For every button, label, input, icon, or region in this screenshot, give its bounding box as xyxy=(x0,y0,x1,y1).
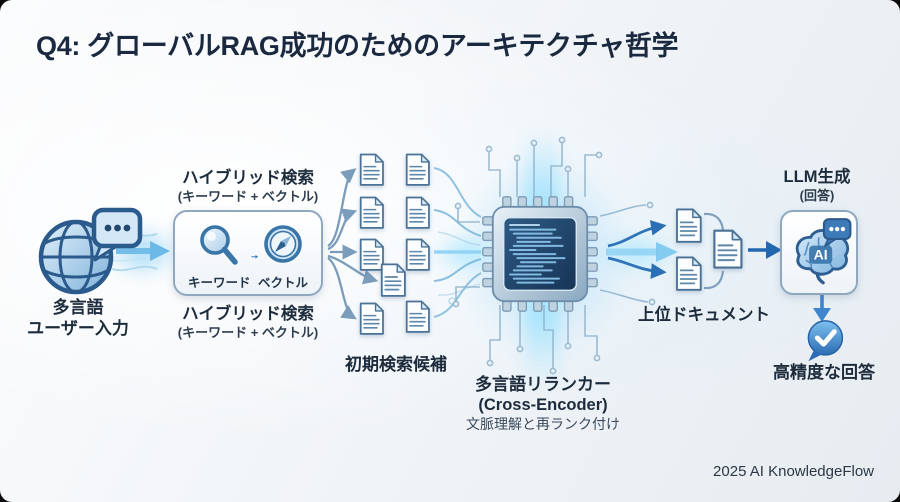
chip-icon xyxy=(482,196,598,312)
ai-badge-label: AI xyxy=(814,246,828,262)
keyword-label: キーワード xyxy=(188,276,251,290)
reranker-label: 多言語リランカー (Cross-Encoder) 文脈理解と再ランク付け xyxy=(458,374,628,433)
arrow-llm-to-answer xyxy=(813,294,831,322)
answer-label: 高精度な回答 xyxy=(773,363,875,382)
top-documents-label: 上位ドキュメント xyxy=(638,306,770,324)
document-icon xyxy=(674,208,703,244)
llm-label: LLM生成 (回答) xyxy=(774,167,860,204)
input-label-line2: ユーザー入力 xyxy=(27,319,129,339)
document-icon xyxy=(358,302,385,336)
reranker-subtitle: (Cross-Encoder) xyxy=(478,396,608,415)
circuit-traces xyxy=(452,136,656,375)
document-icon xyxy=(404,196,431,230)
magnifier-icon xyxy=(200,225,238,265)
check-bubble-icon xyxy=(807,320,844,362)
hybrid-title-bottom: ハイブリッド検索 xyxy=(182,305,314,323)
document-icon xyxy=(379,263,407,298)
document-icon xyxy=(358,153,385,187)
document-icon xyxy=(404,238,431,272)
input-label-line1: 多言語 xyxy=(52,298,104,317)
hybrid-search-box: キーワード ベクトル xyxy=(173,210,323,296)
hybrid-subtitle-bottom: (キーワード + ベクトル) xyxy=(177,324,319,340)
globe-chat-icon xyxy=(38,207,143,295)
document-icon xyxy=(404,153,431,187)
hybrid-title-top: ハイブリッド検索 xyxy=(182,169,314,187)
arrows-chip-to-topdocs xyxy=(606,220,678,279)
keyword-column: キーワード xyxy=(188,223,251,291)
input-label: 多言語 ユーザー入力 xyxy=(8,297,148,340)
document-icon xyxy=(404,300,431,334)
brain-ai-icon: AI xyxy=(795,217,852,284)
document-icon xyxy=(358,196,385,230)
document-icon xyxy=(711,229,744,270)
fanout-arrows xyxy=(327,168,379,320)
llm-box: AI xyxy=(780,210,858,295)
llm-subtitle: (回答) xyxy=(799,187,835,203)
hybrid-label-top: ハイブリッド検索 (キーワード + ベクトル) xyxy=(166,168,330,205)
hybrid-label-bottom: ハイブリッド検索 (キーワード + ベクトル) xyxy=(166,304,330,341)
vector-label: ベクトル xyxy=(257,276,308,290)
reranker-description: 文脈理解と再ランク付け xyxy=(466,415,620,432)
document-icon xyxy=(674,256,703,292)
flow-candidates-to-chip xyxy=(433,167,482,318)
arrow-keyword-to-vector xyxy=(251,255,258,259)
page-title: Q4: グローバルRAG成功のためのアーキテクチャ哲学 xyxy=(36,31,679,61)
arrow-topdocs-to-llm xyxy=(748,241,782,259)
compass-icon xyxy=(264,225,302,263)
vector-column: ベクトル xyxy=(258,223,308,291)
reranker-title: 多言語リランカー xyxy=(475,375,611,394)
candidates-label: 初期検索候補 xyxy=(345,355,447,374)
credit-text: 2025 AI KnowledgeFlow xyxy=(713,463,874,480)
llm-title: LLM生成 xyxy=(783,168,851,186)
hybrid-subtitle-top: (キーワード + ベクトル) xyxy=(177,188,319,204)
connector-topdocs xyxy=(703,212,725,290)
chip-code-lines xyxy=(509,224,566,284)
